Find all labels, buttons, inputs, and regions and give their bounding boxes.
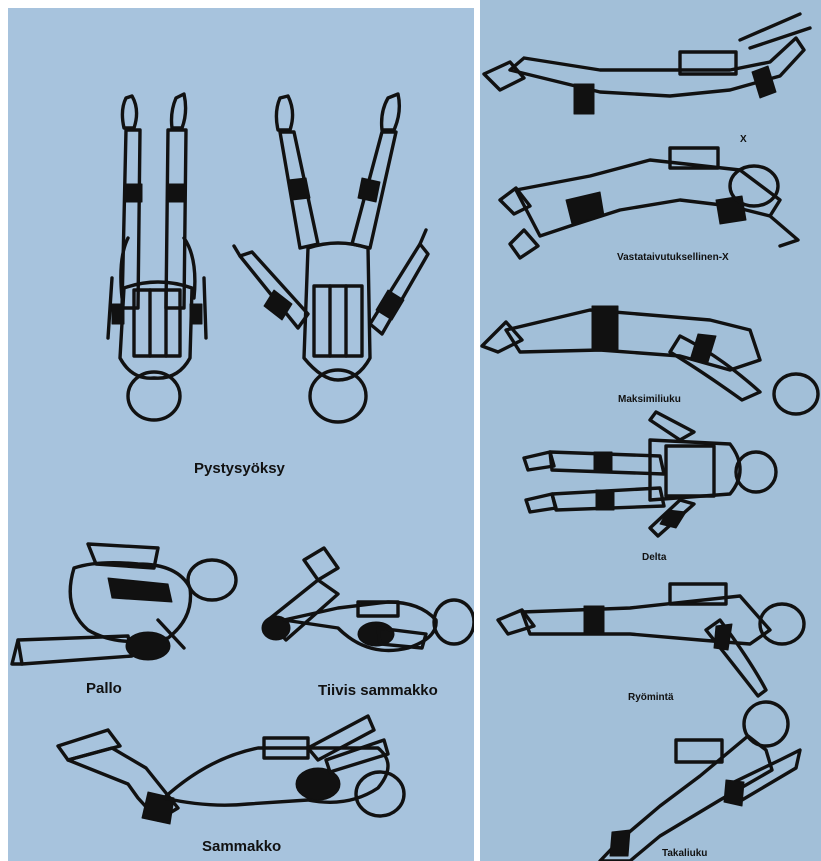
label-tiivis-sammakko: Tiivis sammakko bbox=[318, 682, 438, 699]
label-ryomenta: Ryömintä bbox=[628, 692, 674, 703]
skydiver-delta-figure bbox=[524, 412, 776, 536]
label-pystysyoksy: Pystysyöksy bbox=[194, 460, 285, 477]
skydiver-x-position-figure bbox=[484, 14, 810, 114]
label-maksimiliuku: Maksimiliuku bbox=[618, 394, 681, 405]
label-delta: Delta bbox=[642, 552, 666, 563]
skydiver-frog-position-figure bbox=[58, 716, 404, 824]
label-sammakko: Sammakko bbox=[202, 838, 281, 855]
skydiver-ball-position-figure bbox=[12, 544, 236, 664]
label-x: X bbox=[740, 134, 747, 145]
skydiver-vertical-dive-figure bbox=[108, 94, 206, 420]
label-vastataivutuksellinen-x: Vastataivutuksellinen-X bbox=[617, 252, 729, 263]
skydiver-back-glide-figure bbox=[600, 702, 800, 861]
right-illustration-panel: X Vastataivutuksellinen-X Maksimiliuku D… bbox=[480, 0, 821, 861]
right-figures bbox=[480, 0, 821, 861]
left-figures bbox=[8, 8, 474, 861]
label-pallo: Pallo bbox=[86, 680, 122, 697]
skydiver-crawl-figure bbox=[498, 584, 804, 696]
label-takaliuku: Takaliuku bbox=[662, 848, 707, 859]
skydiver-reverse-arch-x-figure bbox=[500, 148, 798, 258]
skydiver-tight-frog-figure bbox=[262, 548, 474, 651]
skydiver-vertical-dive-arms-out-figure bbox=[234, 94, 428, 422]
left-illustration-panel: Pystysyöksy Pallo Tiivis sammakko Sammak… bbox=[8, 8, 474, 861]
